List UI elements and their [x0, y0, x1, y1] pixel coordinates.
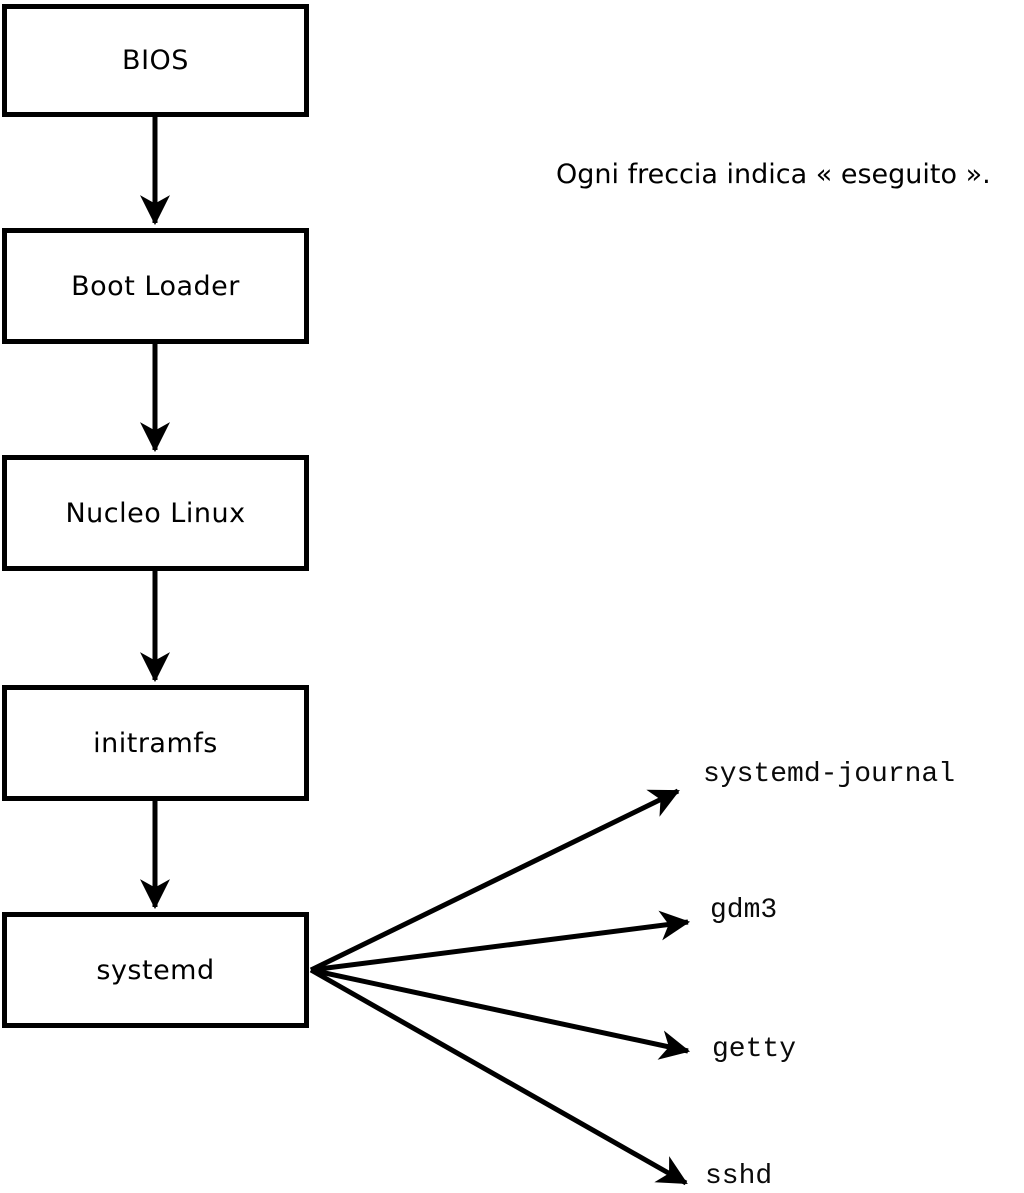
- node-initramfs: initramfs: [2, 685, 309, 801]
- process-label-gdm3: gdm3: [710, 895, 778, 926]
- process-label-getty: getty: [712, 1034, 797, 1065]
- arrow-systemd-to-gdm3: [310, 910, 691, 973]
- node-bios: BIOS: [2, 4, 309, 117]
- node-initramfs-label: initramfs: [93, 727, 218, 759]
- node-bios-label: BIOS: [122, 45, 189, 76]
- node-systemd: systemd: [2, 912, 309, 1028]
- node-systemd-label: systemd: [96, 954, 215, 986]
- node-boot-loader-label: Boot Loader: [71, 270, 240, 302]
- arrow-systemd-to-getty: [310, 967, 691, 1060]
- legend-annotation: Ogni freccia indica « eseguito ».: [556, 159, 991, 190]
- node-boot-loader: Boot Loader: [2, 228, 309, 344]
- node-nucleo-linux-label: Nucleo Linux: [65, 497, 246, 529]
- arrow-systemd-to-sshd: [309, 967, 688, 1186]
- arrow-systemd-to-systemd-journal: [309, 788, 680, 973]
- process-label-systemd-journal: systemd-journal: [703, 759, 956, 790]
- node-nucleo-linux: Nucleo Linux: [2, 455, 309, 571]
- process-label-sshd: sshd: [705, 1161, 773, 1192]
